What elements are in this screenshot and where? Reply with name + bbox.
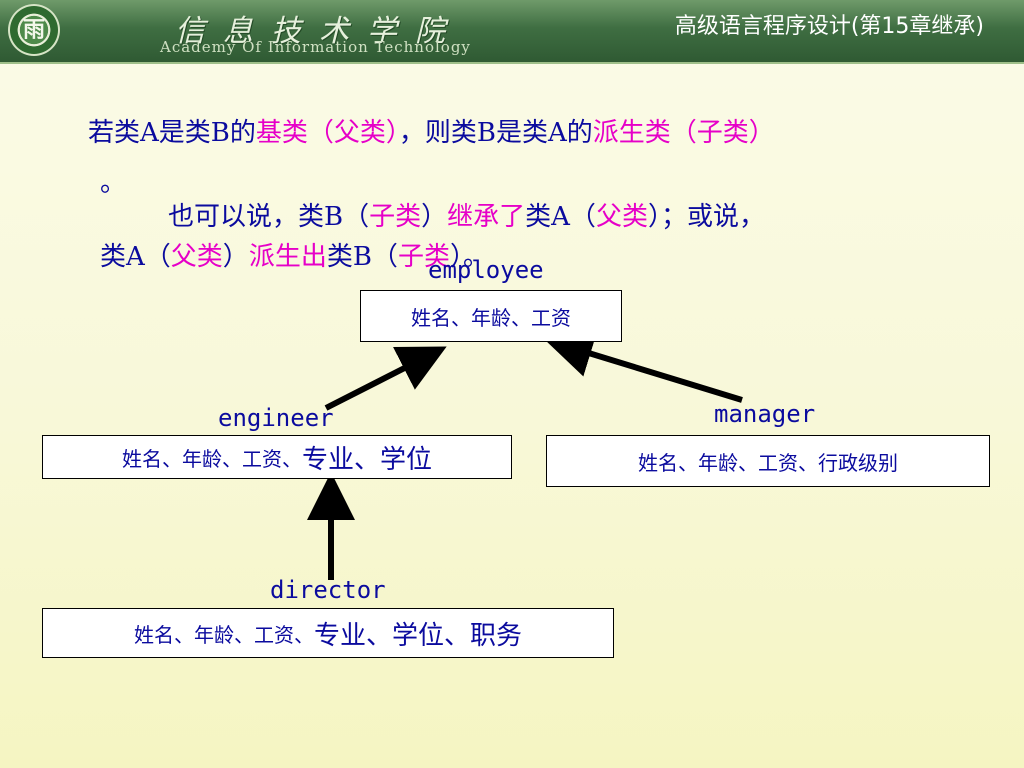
line1-run-3-highlight: 派生类（子类） [592,118,775,148]
line1-run-2: ，则类B是类A的 [398,118,593,148]
line4-run-1-highlight: 父类 [170,242,223,272]
arrow-engineer-to-employee [324,346,447,411]
line4-run-0: 类A（ [100,242,171,272]
arrow-manager-to-employee [544,330,743,403]
line3-run-1-highlight: 子类 [369,202,422,232]
logo-glyph: 雨 [22,17,45,43]
class-box-employee: 姓名、年龄、工资 [360,290,622,342]
class-name-employee: employee [428,256,544,284]
manager-fields: 姓名、年龄、工资、行政级别 [638,450,898,475]
intro-line-3: 也可以说，类B（子类）继承了类A（父类）；或说， [168,196,765,233]
line3-run-2: ） [421,202,448,232]
line3-run-5-highlight: 父类 [595,202,648,232]
intro-line-2: 。 [100,168,127,198]
line4-run-3-highlight: 派生出 [248,242,327,272]
director-fields-base: 姓名、年龄、工资、 [133,622,314,647]
line1-run-1-highlight: 基类（父类） [255,118,399,148]
class-name-engineer: engineer [218,404,334,432]
line3-run-4: 类A（ [525,202,596,232]
director-fields-added: 专业、学位、职务 [313,620,522,651]
school-name-en: Academy Of Information Technology [160,38,471,56]
line4-run-6: ）。 [449,242,489,272]
course-title: 高级语言程序设计(第15章继承) [674,14,984,39]
class-name-director: director [270,576,386,604]
class-box-director: 姓名、年龄、工资、专业、学位、职务 [42,608,614,658]
line3-run-0: 也可以说，类B（ [168,202,370,232]
line4-run-2: ） [222,242,249,272]
line4-run-5-highlight: 子类 [397,242,450,272]
engineer-fields-base: 姓名、年龄、工资、 [121,446,302,471]
intro-line-1: 若类A是类B的基类（父类），则类B是类A的派生类（子类） [88,112,775,149]
line3-run-6: ）；或说， [647,202,765,232]
intro-line-4: 类A（父类）派生出类B（子类）。 [100,236,489,273]
line1-run-0: 若类A是类B的 [88,118,256,148]
school-name-cn: 信息技术学院 [175,14,463,49]
line4-run-4: 类B（ [326,242,398,272]
class-name-manager: manager [714,400,816,428]
line3-run-3-highlight: 继承了 [447,202,526,232]
school-logo: 雨 [8,4,60,56]
class-box-engineer: 姓名、年龄、工资、专业、学位 [42,435,512,479]
header-banner: 雨 信息技术学院 Academy Of Information Technolo… [0,0,1024,64]
engineer-fields-added: 专业、学位 [301,444,432,475]
employee-fields: 姓名、年龄、工资 [411,305,571,330]
class-box-manager: 姓名、年龄、工资、行政级别 [546,435,990,487]
